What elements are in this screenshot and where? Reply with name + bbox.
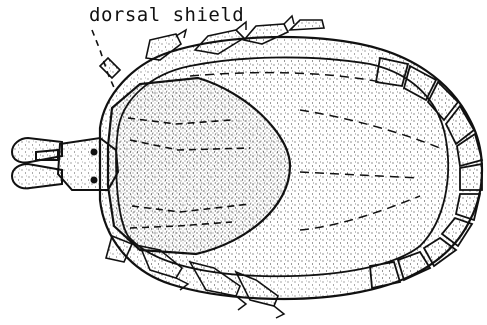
capitulum bbox=[12, 138, 118, 190]
dorsal-shield-label: dorsal shield bbox=[89, 4, 244, 26]
left-eye-icon bbox=[91, 149, 98, 156]
right-eye-icon bbox=[91, 177, 98, 184]
label-leader-line bbox=[92, 30, 116, 92]
